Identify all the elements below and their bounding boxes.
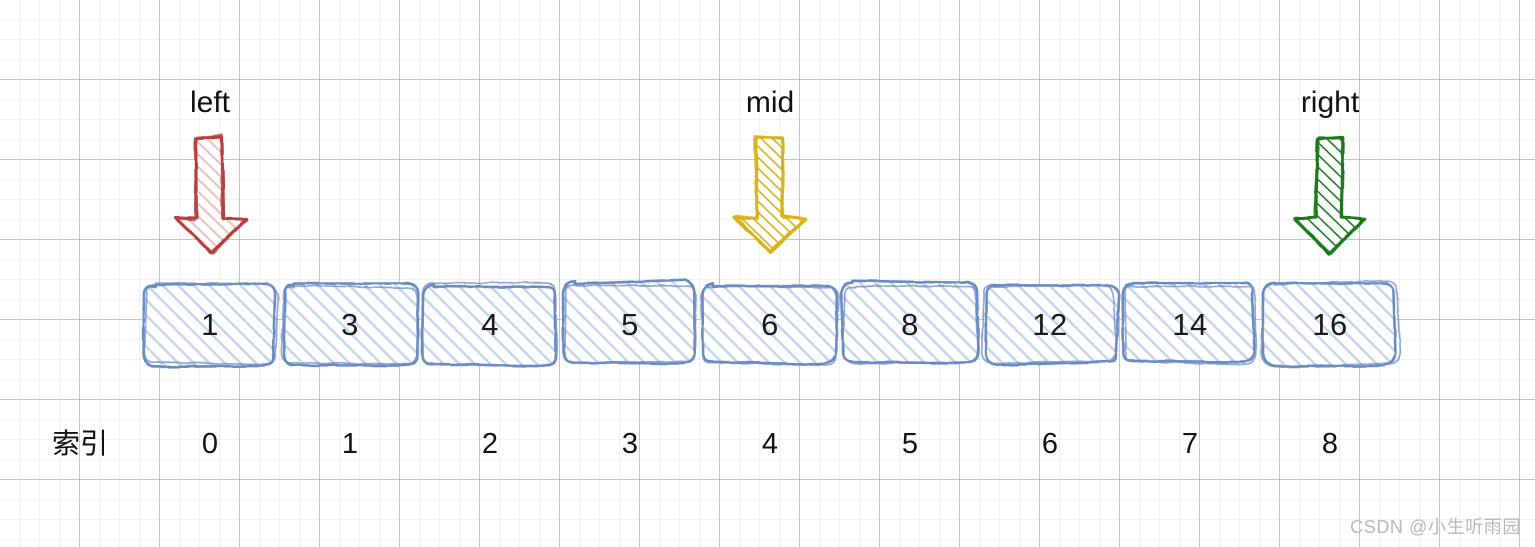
right-pointer-label: right [1300, 86, 1360, 119]
array-cell-box [980, 281, 1121, 367]
left-pointer-arrow-icon [150, 133, 270, 258]
mid-pointer-label: mid [745, 86, 795, 119]
index-number-4: 4 [761, 428, 779, 460]
array-cell-value: 16 [1312, 306, 1348, 342]
array-cell-7: 14 [1121, 281, 1259, 367]
array-cell-value: 14 [1172, 306, 1208, 342]
index-number-2: 2 [481, 428, 499, 460]
array-cell-value: 3 [341, 306, 359, 342]
watermark: CSDN @小生听雨园 [1350, 517, 1521, 537]
mid-pointer: mid [710, 88, 830, 288]
array-cell-2: 4 [420, 281, 559, 368]
array-cell-box [141, 281, 280, 369]
array-cell-box [699, 281, 840, 367]
array-cell-box [420, 281, 559, 368]
index-number-3: 3 [621, 428, 639, 460]
array-cell-value: 1 [201, 306, 219, 342]
array-cell-box [839, 279, 980, 367]
array-cell-value: 5 [621, 306, 639, 342]
mid-pointer-arrow-icon [710, 134, 830, 258]
array-cell-box [1121, 281, 1259, 367]
array-cell-5: 8 [839, 279, 980, 367]
right-pointer-arrow-icon [1270, 134, 1390, 258]
array-cell-value: 8 [901, 306, 919, 342]
index-axis-label: 索引 [52, 428, 109, 459]
array-cell-4: 6 [699, 281, 840, 367]
array-cell-value: 12 [1032, 306, 1068, 342]
index-number-0: 0 [201, 428, 219, 460]
index-number-1: 1 [341, 428, 359, 460]
array-cell-value: 4 [481, 306, 499, 342]
array-row: 1 3 4 5 6 8 12 14 16 [141, 278, 1401, 369]
index-number-6: 6 [1041, 428, 1059, 460]
array-cell-6: 12 [980, 281, 1121, 367]
right-pointer: right [1270, 88, 1390, 288]
index-axis: 索引 0 1 2 3 4 5 6 7 8 [0, 424, 1535, 468]
index-number-8: 8 [1321, 428, 1339, 460]
array-cell-value: 6 [761, 306, 779, 342]
array-cell-3: 5 [561, 278, 699, 367]
index-number-7: 7 [1181, 428, 1199, 460]
array-cell-box [561, 278, 699, 367]
array-cell-box [280, 281, 420, 367]
left-pointer: left [150, 88, 270, 288]
array-cell-box [1260, 279, 1401, 368]
array-cell-1: 3 [280, 281, 420, 367]
left-pointer-label: left [189, 86, 231, 119]
array-cell-0: 1 [141, 281, 280, 369]
index-number-5: 5 [901, 428, 919, 460]
array-cell-8: 16 [1260, 279, 1401, 368]
